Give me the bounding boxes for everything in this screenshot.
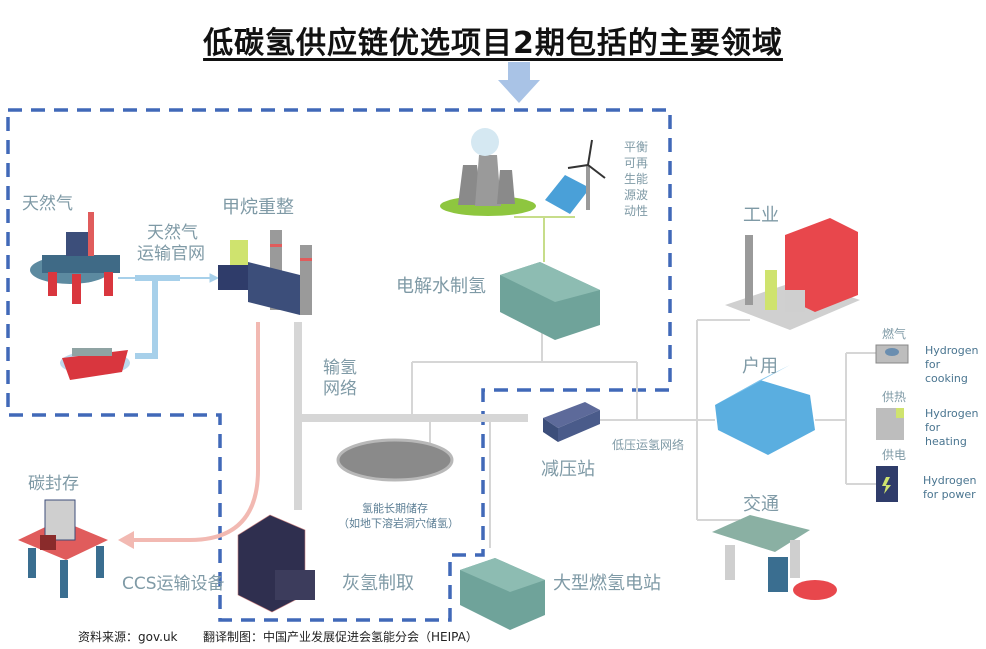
label-low-pressure-network: 低压运氢网络 — [612, 438, 685, 452]
gas-stove-icon — [875, 344, 909, 364]
label-ccs-transport: CCS运输设备 — [122, 574, 225, 594]
footer-credit: 翻译制图：中国产业发展促进会氢能分会（HEIPA） — [203, 630, 478, 644]
label-h2-network-line1: 输氢 — [323, 358, 357, 378]
gas-platform-icon — [30, 212, 120, 304]
label-renewables-balance: 平衡 可再 生能 源波 动性 — [624, 140, 649, 218]
label-pressure-station: 减压站 — [541, 459, 595, 480]
refueling-station-icon — [712, 515, 837, 600]
label-transport: 交通 — [743, 494, 779, 515]
label-natural-gas: 天然气 — [22, 194, 73, 214]
label-ccs-storage: 碳封存 — [28, 474, 79, 494]
pressure-reduction-station-icon — [543, 402, 600, 442]
fuel-cell-icon — [876, 466, 898, 502]
label-use-heating-en: Hydrogen for heating — [925, 407, 979, 448]
label-storage-line2: （如地下溶岩洞穴储氢） — [338, 517, 459, 530]
wind-turbine-icon — [567, 139, 606, 210]
industry-plant-icon — [725, 218, 860, 330]
co2-transport-line — [130, 322, 260, 542]
lng-ship-icon — [60, 348, 130, 380]
label-use-power-cn: 供电 — [882, 448, 907, 462]
label-domestic: 户用 — [742, 356, 778, 377]
label-use-cooking-cn: 燃气 — [882, 327, 907, 341]
project-boundary-dashed — [6, 108, 672, 622]
label-use-power-en: Hydrogen for power — [923, 474, 977, 501]
label-industry: 工业 — [743, 205, 779, 226]
hydrogen-pipeline — [294, 319, 876, 548]
hydrogen-power-plant-icon — [460, 558, 545, 630]
natural-gas-pipe — [118, 273, 220, 359]
hydrogen-storage-cavern-icon — [336, 438, 454, 482]
grey-hydrogen-plant-icon — [237, 514, 315, 613]
power-generation-icon — [440, 128, 536, 216]
radiator-icon — [876, 408, 904, 440]
label-use-cooking-en: Hydrogen for cooking — [925, 344, 979, 385]
electrolysis-plant-icon — [500, 262, 600, 340]
label-gas-grid-line1: 天然气 — [147, 223, 198, 243]
diagram-title: 低碳氢供应链优选项目2期包括的主要领域 — [203, 26, 783, 61]
label-h2-network-line2: 网络 — [323, 379, 357, 399]
label-storage-line1: 氢能长期储存 — [362, 502, 428, 515]
label-h2-power-plant: 大型燃氢电站 — [553, 573, 661, 594]
label-use-heating-cn: 供热 — [882, 390, 907, 404]
house-icon — [715, 365, 815, 455]
label-smr: 甲烷重整 — [222, 197, 294, 218]
label-grey-hydrogen: 灰氢制取 — [342, 573, 414, 594]
label-gas-grid-line2: 运输官网 — [137, 244, 205, 264]
carbon-storage-icon — [18, 499, 108, 598]
down-arrow-icon — [498, 62, 540, 103]
smr-plant-icon — [218, 230, 312, 315]
label-electrolysis: 电解水制氢 — [396, 276, 486, 297]
footer-source: 资料来源：gov.uk — [78, 630, 178, 644]
solar-panel-icon — [545, 175, 590, 214]
